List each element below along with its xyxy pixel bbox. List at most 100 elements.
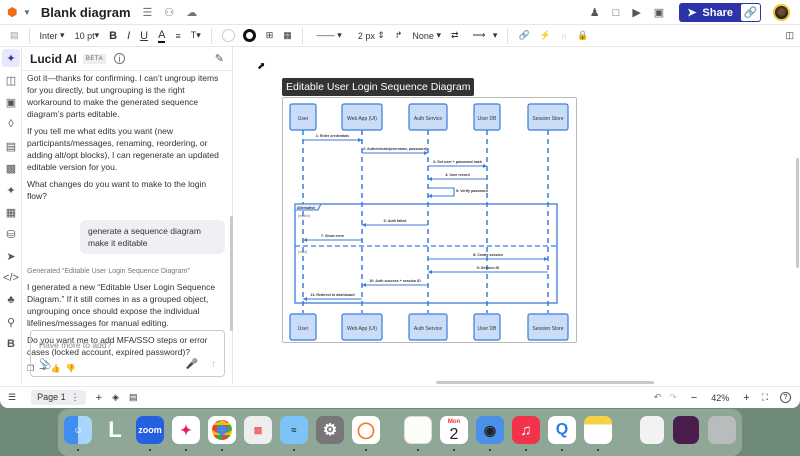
arrow-head[interactable] xyxy=(303,297,307,301)
quicktime-icon[interactable]: Q xyxy=(548,416,576,444)
panel-scrollbar[interactable] xyxy=(230,216,233,331)
arrow-head[interactable] xyxy=(362,283,366,287)
thumbs-up-icon[interactable]: 👍 xyxy=(50,364,61,373)
fill-color-button[interactable] xyxy=(221,29,235,42)
attach-icon[interactable]: 📎 xyxy=(39,359,52,370)
italic-button[interactable]: I xyxy=(127,29,131,42)
undo-icon[interactable]: ↶ xyxy=(653,392,662,402)
style-icon[interactable]: ▦ xyxy=(283,30,292,40)
integrations-icon[interactable]: ♣ xyxy=(7,294,15,306)
format-painter-icon[interactable]: ▤ xyxy=(10,30,19,40)
alt-fragment-label[interactable]: Alternative xyxy=(297,206,315,210)
send-icon[interactable]: ↑ xyxy=(211,359,216,370)
message-arrow[interactable] xyxy=(428,187,455,197)
message-label[interactable]: 6: Auth failed xyxy=(384,219,407,223)
page-list-icon[interactable]: ☰ xyxy=(8,392,17,402)
participant-box[interactable] xyxy=(408,313,448,341)
slack-icon[interactable]: ✦ xyxy=(172,416,200,444)
message-label[interactable]: 10: Auth success + session ID xyxy=(369,279,421,283)
copy-link-icon[interactable]: 🔗 xyxy=(741,4,760,21)
participant-label[interactable]: Web App (UI) xyxy=(347,116,377,122)
chevron-down-icon[interactable]: ▼ xyxy=(23,7,31,17)
thumbs-down-icon[interactable]: 👎 xyxy=(65,364,76,373)
alt-guard-label[interactable]: [valid] xyxy=(298,250,307,254)
bold-button[interactable]: B xyxy=(109,29,118,42)
preview-icon[interactable]: ◉ xyxy=(476,416,504,444)
horizontal-scrollbar[interactable] xyxy=(436,381,654,384)
zoom-app-icon[interactable]: zoom xyxy=(136,416,164,444)
font-size-select[interactable]: 10 pt▾ xyxy=(74,30,100,41)
participant-box[interactable] xyxy=(473,313,501,341)
participant-label[interactable]: User DB xyxy=(478,326,498,332)
cloud-saved-icon[interactable]: ☁ xyxy=(186,6,198,19)
help-icon[interactable]: ? xyxy=(780,392,791,403)
participant-box[interactable] xyxy=(527,313,569,341)
video-icon[interactable]: ▣ xyxy=(653,7,665,19)
data-icon[interactable]: ▩ xyxy=(5,162,17,175)
arrow-head[interactable] xyxy=(544,257,548,261)
rocket-icon[interactable]: ➤ xyxy=(6,250,16,263)
insert-icon[interactable]: ⇥ xyxy=(39,364,46,373)
line-type-icon[interactable]: ↱ xyxy=(394,30,403,40)
participant-box[interactable] xyxy=(341,103,383,131)
music-icon[interactable]: ♫ xyxy=(512,416,540,444)
microphone-icon[interactable]: 🎤 xyxy=(185,359,198,370)
arrow-head[interactable] xyxy=(428,177,432,181)
menu-icon[interactable]: ☰ xyxy=(142,6,153,19)
participant-label[interactable]: User xyxy=(298,326,309,332)
document-title[interactable]: Blank diagram xyxy=(40,4,131,20)
shapes-library-icon[interactable]: ▣ xyxy=(5,96,17,109)
arrow-head[interactable] xyxy=(362,223,366,227)
zoom-out-button[interactable]: − xyxy=(690,391,698,404)
message-label[interactable]: 5: Verify password xyxy=(456,189,488,193)
participant-box[interactable] xyxy=(473,103,501,131)
finder-icon[interactable]: ☺ xyxy=(64,416,92,444)
line-color-button[interactable] xyxy=(242,29,256,42)
trash-icon[interactable] xyxy=(708,416,736,444)
participant-box[interactable] xyxy=(289,103,317,131)
font-select[interactable]: Inter ▾ xyxy=(39,30,65,41)
generated-label[interactable]: Generated “Editable User Login Sequence … xyxy=(27,268,190,275)
participant-label[interactable]: Session Store xyxy=(532,116,563,122)
avatar[interactable] xyxy=(773,4,790,21)
participant-label[interactable]: Web App (UI) xyxy=(347,326,377,332)
page-tab[interactable]: Page 1 ⋮ xyxy=(31,390,86,405)
align-icon[interactable]: ≡ xyxy=(175,30,181,41)
endpoint-select[interactable]: None ▾ xyxy=(412,30,441,41)
shapes-icon[interactable]: ◊ xyxy=(8,118,14,130)
lucid-ai-icon[interactable]: ✦ xyxy=(2,49,20,67)
participant-box[interactable] xyxy=(289,313,317,341)
recent-window-thumbnail[interactable] xyxy=(673,416,699,444)
fullscreen-icon[interactable]: ⛶ xyxy=(761,392,768,402)
message-label[interactable]: 11: Redirect to dashboard xyxy=(310,293,354,297)
templates-icon[interactable]: ◫ xyxy=(5,74,17,87)
swap-arrows-icon[interactable]: ⇄ xyxy=(450,30,459,40)
notes-icon[interactable] xyxy=(584,416,612,444)
chrome-icon[interactable] xyxy=(208,416,236,444)
lock-icon[interactable]: 🔒 xyxy=(577,30,589,40)
action-icon[interactable]: ⚡ xyxy=(539,30,551,40)
arrow-head[interactable] xyxy=(428,270,432,274)
lucid-app-icon[interactable]: L xyxy=(108,417,122,442)
message-label[interactable]: 3: Get user + password hash xyxy=(433,160,482,164)
magic-wand-icon[interactable]: ✦ xyxy=(6,184,16,197)
comments-icon[interactable]: □ xyxy=(612,6,620,19)
layers-icon[interactable]: ◈ xyxy=(112,392,119,402)
message-label[interactable]: 7: Show error xyxy=(321,234,345,238)
alt-guard-label[interactable]: [invalid] xyxy=(298,214,310,218)
collaborators-icon[interactable]: ♟ xyxy=(589,7,600,19)
recent-window-thumbnail[interactable] xyxy=(640,416,664,444)
freeform-icon[interactable]: ≈ xyxy=(280,416,308,444)
participant-label[interactable]: User xyxy=(298,116,309,122)
search-shapes-icon[interactable]: ⚲ xyxy=(6,316,16,329)
alt-fragment-tab[interactable] xyxy=(294,203,322,211)
presentation-icon[interactable]: ▤ xyxy=(128,392,138,402)
zoom-level[interactable]: 42% xyxy=(711,392,730,403)
share-button[interactable]: ➤Share🔗 xyxy=(679,3,761,22)
vertical-scrollbar[interactable] xyxy=(796,158,799,268)
zoom-in-button[interactable]: + xyxy=(743,391,750,404)
line-width-select[interactable]: 2 px ⇕ xyxy=(357,30,385,41)
participant-label[interactable]: Auth Service xyxy=(414,116,443,122)
participant-box[interactable] xyxy=(408,103,448,131)
